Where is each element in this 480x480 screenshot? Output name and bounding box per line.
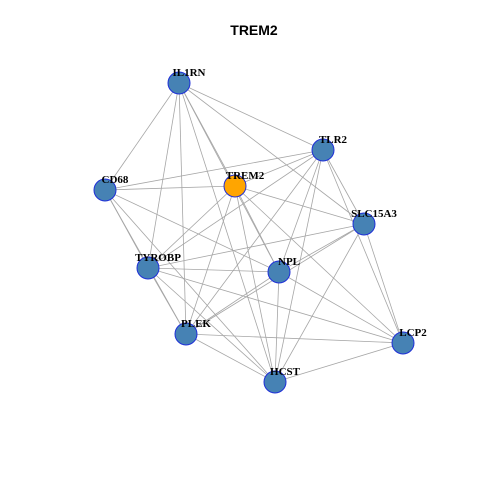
node-label-plek: PLEK (181, 318, 211, 330)
node-il1rn[interactable] (167, 71, 191, 95)
edge-il1rn-plek (178, 82, 187, 335)
node-label-tyrobp: TYROBP (135, 252, 181, 264)
edge-plek-lcp2 (185, 333, 404, 344)
edge-slc15a3-lcp2 (363, 223, 404, 344)
edge-tyrobp-lcp2 (147, 267, 404, 344)
edge-il1rn-tyrobp (147, 82, 180, 269)
node-hcst[interactable] (263, 370, 287, 394)
edge-plek-hcst (185, 333, 276, 383)
edge-lcp2-hcst (274, 342, 404, 383)
edge-trem2-plek (185, 185, 236, 335)
node-label-npl: NPL (278, 256, 300, 268)
edge-trem2-lcp2 (234, 185, 404, 344)
node-lcp2[interactable] (391, 331, 415, 355)
edge-il1rn-hcst (178, 82, 276, 383)
node-label-lcp2: LCP2 (399, 327, 427, 339)
node-label-slc15a3: SLC15A3 (351, 208, 397, 220)
edge-tyrobp-hcst (147, 267, 276, 383)
edge-npl-plek (185, 271, 280, 335)
diagram-title: TREM2 (230, 22, 278, 38)
edge-slc15a3-hcst (274, 223, 365, 383)
edge-tlr2-trem2 (234, 149, 324, 187)
edge-trem2-npl (234, 185, 280, 273)
edge-slc15a3-tyrobp (147, 223, 365, 269)
edge-npl-lcp2 (278, 271, 404, 344)
edge-tlr2-plek (185, 149, 324, 335)
edge-trem2-slc15a3 (234, 185, 365, 225)
node-label-tlr2: TLR2 (319, 134, 348, 146)
edge-tlr2-hcst (274, 149, 324, 383)
node-slc15a3[interactable] (352, 212, 376, 236)
edge-cd68-npl (104, 189, 280, 273)
node-label-trem2: TREM2 (226, 170, 265, 182)
edge-il1rn-cd68 (104, 82, 180, 191)
edge-trem2-tyrobp (147, 185, 236, 269)
node-trem2[interactable] (223, 174, 247, 198)
node-cd68[interactable] (93, 178, 117, 202)
edge-cd68-hcst (104, 189, 276, 383)
edge-trem2-cd68 (104, 185, 236, 191)
edge-trem2-hcst (234, 185, 276, 383)
edge-tlr2-cd68 (104, 149, 324, 191)
edge-tlr2-npl (278, 149, 324, 273)
node-npl[interactable] (267, 260, 291, 284)
edge-il1rn-tlr2 (178, 82, 324, 151)
edge-tyrobp-npl (147, 267, 280, 273)
node-tyrobp[interactable] (136, 256, 160, 280)
node-label-cd68: CD68 (102, 174, 129, 186)
node-layer (93, 71, 415, 394)
edge-tlr2-slc15a3 (322, 149, 365, 225)
edge-npl-hcst (274, 271, 280, 383)
node-label-hcst: HCST (270, 366, 301, 378)
edge-slc15a3-npl (278, 223, 365, 273)
edge-il1rn-slc15a3 (178, 82, 365, 225)
node-tlr2[interactable] (311, 138, 335, 162)
node-label-il1rn: IL1RN (172, 67, 205, 79)
edge-tlr2-tyrobp (147, 149, 324, 269)
edge-tyrobp-plek (147, 267, 187, 335)
edge-layer (104, 82, 404, 383)
edge-tlr2-lcp2 (322, 149, 404, 344)
node-plek[interactable] (174, 322, 198, 346)
